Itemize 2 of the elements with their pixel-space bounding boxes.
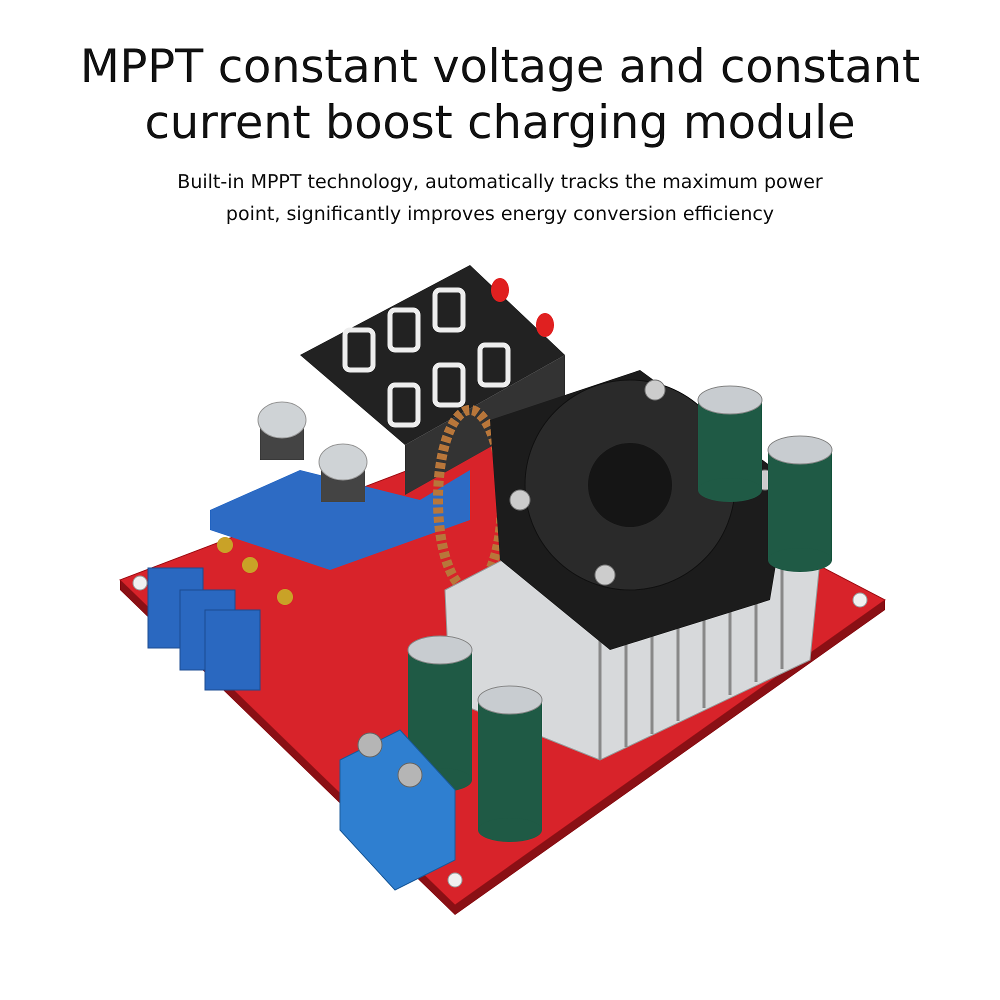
title: MPPT constant voltage and constant current boost charging module xyxy=(78,38,922,150)
subtitle: Built-in MPPT technology, automatically tracks the maximum power point, significantly improves energy conversion efficiency xyxy=(176,170,824,227)
